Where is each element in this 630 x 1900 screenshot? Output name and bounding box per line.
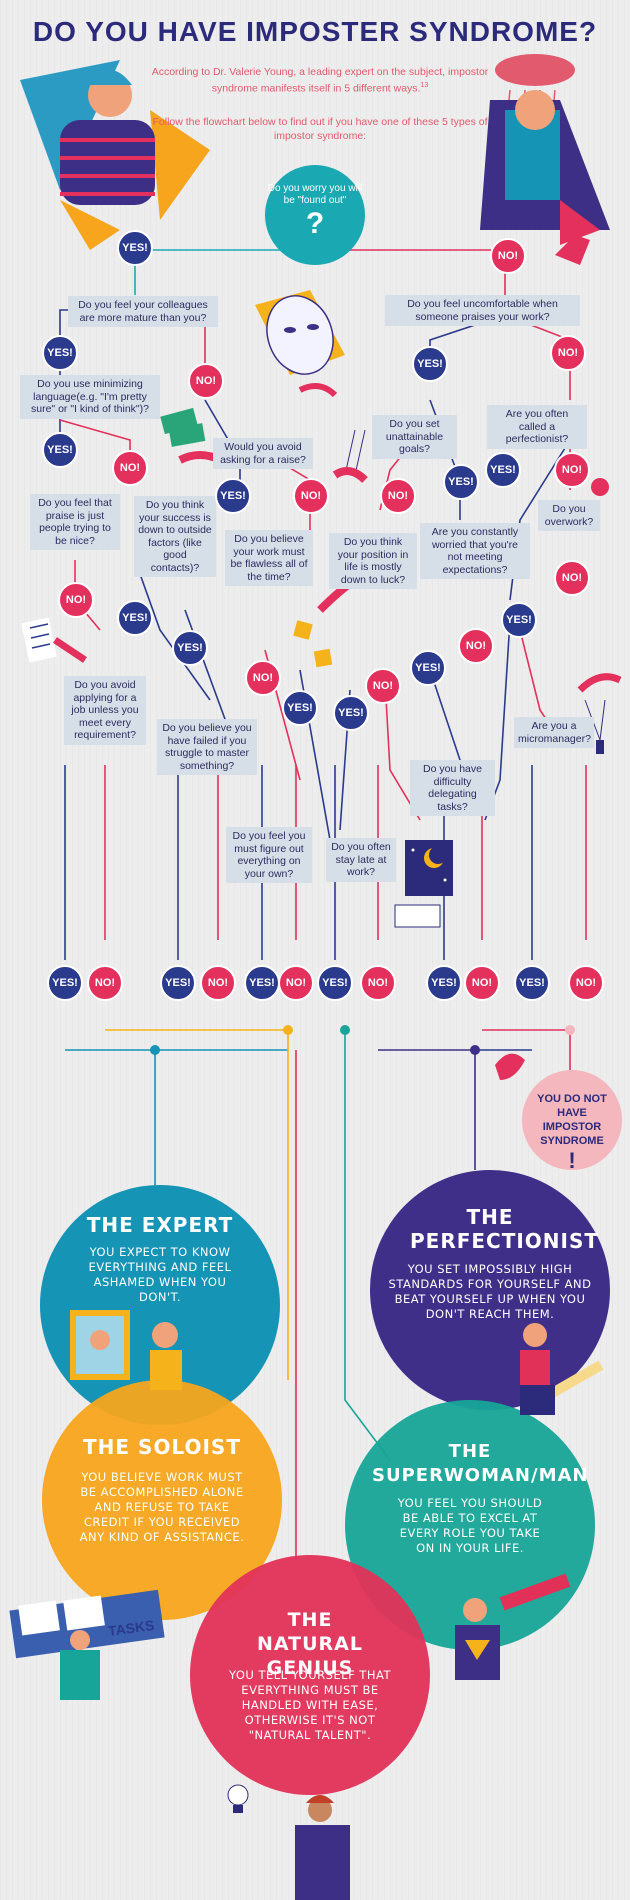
question-mark: ? [305, 207, 325, 240]
exclamation-mark: ! [568, 1148, 576, 1173]
mask-illustration [255, 290, 345, 398]
question-success: Do you think your success is down to out… [134, 496, 216, 577]
no-label: NO! [554, 560, 590, 596]
perfectionist-description: YOU SET IMPOSSIBLY HIGH STANDARDS FOR YO… [388, 1262, 592, 1321]
yes-label: YES! [282, 690, 318, 726]
no-label: NO! [554, 452, 590, 488]
yes-label: YES! [501, 602, 537, 638]
no-label: NO! [188, 363, 224, 399]
rain-woman-illustration [480, 54, 610, 245]
balloon-hand-illustration [332, 429, 368, 483]
start-circle: Do you worry you will be "found out" ? [265, 165, 365, 265]
pointing-hand-illustration [555, 235, 590, 265]
soloist-title: THE SOLOIST [83, 1435, 241, 1459]
question-delegating: Do you have difficulty delegating tasks? [410, 760, 495, 816]
question-raise: Would you avoid asking for a raise? [213, 438, 313, 469]
yes-label: YES! [485, 452, 521, 488]
no-label: NO! [112, 450, 148, 486]
no-label: NO! [464, 965, 500, 1001]
question-luck: Do you think your position in life is mo… [329, 533, 417, 589]
question-micromanager: Are you a micromanager? [514, 717, 594, 748]
yes-label: YES! [47, 965, 83, 1001]
no-label: NO! [380, 478, 416, 514]
question-perfectionist: Are you often called a perfectionist? [487, 405, 587, 449]
question-unattainable: Do you set unattainable goals? [372, 415, 457, 459]
superwoman-description: YOU FEEL YOU SHOULD BE ABLE TO EXCEL AT … [397, 1496, 543, 1555]
question-figure: Do you feel you must figure out everythi… [226, 827, 312, 883]
natural-genius-circle [190, 1555, 430, 1795]
yes-label: YES! [42, 432, 78, 468]
question-flawless: Do you believe your work must be flawles… [225, 530, 313, 586]
dice-illustration [293, 576, 358, 668]
yes-label: YES! [215, 478, 251, 514]
no-label: NO! [87, 965, 123, 1001]
perfectionist-title: THE PERFECTIONIST [410, 1205, 600, 1253]
question-applying: Do you avoid applying for a job unless y… [64, 676, 146, 745]
no-label: NO! [365, 668, 401, 704]
no-label: NO! [568, 965, 604, 1001]
expert-title: THE EXPERT [86, 1213, 234, 1237]
no-impostor-result: YOU DO NOT HAVE IMPOSTOR SYNDROME ! [522, 1070, 622, 1173]
yes-label: YES! [426, 965, 462, 1001]
no-label: NO! [245, 660, 281, 696]
soloist-description: YOU BELIEVE WORK MUST BE ACCOMPLISHED AL… [79, 1470, 245, 1544]
no-label: NO! [293, 478, 329, 514]
no-label: NO! [360, 965, 396, 1001]
no-label: NO! [458, 628, 494, 664]
yes-label: YES! [333, 695, 369, 731]
yes-label: YES! [443, 464, 479, 500]
question-praise: Do you feel that praise is just people t… [30, 494, 120, 550]
yes-label: YES! [42, 335, 78, 371]
natural-genius-description: YOU TELL YOURSELF THAT EVERYTHING MUST B… [228, 1668, 392, 1742]
no-label: NO! [550, 335, 586, 371]
yes-label: YES! [244, 965, 280, 1001]
no-impostor-text: YOU DO NOT HAVE IMPOSTOR SYNDROME [537, 1093, 607, 1147]
night-window-illustration [394, 840, 453, 928]
yes-label: YES! [117, 600, 153, 636]
genius-man-illustration [227, 1784, 350, 1900]
question-minimizing: Do you use minimizing language(e.g. "I'm… [20, 375, 160, 419]
question-late: Do you often stay late at work? [326, 838, 396, 882]
question-worried: Are you constantly worried that you're n… [420, 523, 530, 579]
intro-paragraph: According to Dr. Valerie Young, a leadin… [150, 65, 490, 96]
checklist-illustration [21, 617, 87, 663]
ok-hand-illustration [495, 1053, 525, 1080]
question-failed: Do you believe you have failed if you st… [157, 719, 257, 775]
no-label: NO! [490, 238, 526, 274]
ruler-woman-illustration [520, 1323, 604, 1415]
yes-label: YES! [317, 965, 353, 1001]
yes-label: YES! [160, 965, 196, 1001]
start-question: Do you worry you will be "found out" [267, 183, 363, 206]
mirror-illustration [70, 1310, 182, 1390]
no-label: NO! [58, 582, 94, 618]
natural-genius-title: THE NATURAL GENIUS [257, 1609, 363, 1679]
superwoman-title: THE SUPERWOMAN/MAN [372, 1441, 589, 1486]
expert-description: YOU EXPECT TO KNOW EVERYTHING AND FEEL A… [88, 1245, 232, 1304]
perfectionist-circle [370, 1170, 610, 1410]
yes-label: YES! [117, 230, 153, 266]
yes-label: YES! [172, 630, 208, 666]
intro-text: According to Dr. Valerie Young, a leadin… [151, 66, 489, 95]
worried-man-illustration [20, 60, 210, 250]
tasks-board-illustration [9, 1589, 165, 1700]
question-uncomfortable: Do you feel uncomfortable when someone p… [385, 295, 580, 326]
target-illustration [591, 478, 609, 496]
no-label: NO! [278, 965, 314, 1001]
question-overwork: Do you overwork? [538, 500, 600, 531]
yes-label: YES! [410, 650, 446, 686]
superhero-illustration [455, 1573, 571, 1680]
intro-instruction: Follow the flowchart below to find out i… [152, 116, 488, 142]
intro-footnote: 13 [420, 82, 429, 89]
yes-label: YES! [412, 346, 448, 382]
question-colleagues: Do you feel your colleagues are more mat… [68, 296, 218, 327]
yes-label: YES! [514, 965, 550, 1001]
no-label: NO! [200, 965, 236, 1001]
page-title: DO YOU HAVE IMPOSTER SYNDROME? [32, 16, 598, 47]
